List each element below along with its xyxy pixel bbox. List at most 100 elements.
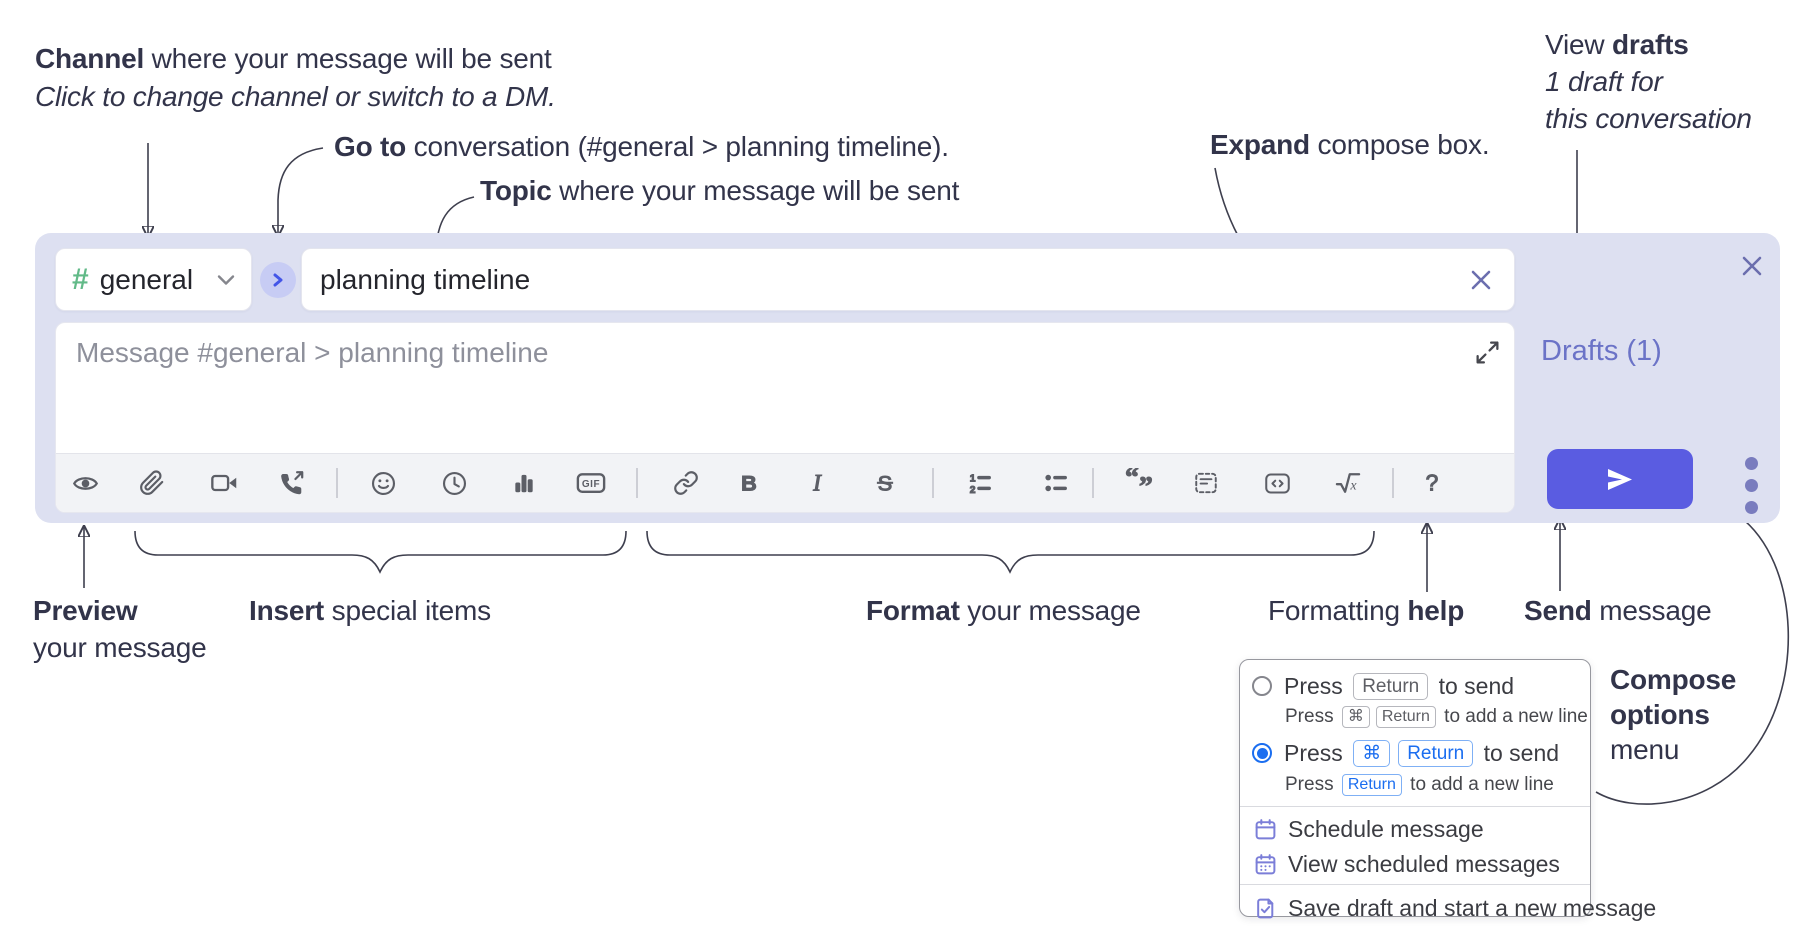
formula-button[interactable]: x (1326, 461, 1370, 505)
formatting-help-bold: help (1407, 595, 1465, 626)
svg-text:”: ” (1139, 471, 1153, 498)
key-return: Return (1398, 739, 1474, 767)
bold-button[interactable]: B (727, 461, 771, 505)
message-editor[interactable]: Message #general > planning timeline (55, 322, 1515, 513)
svg-text:B: B (741, 471, 757, 496)
key-return: Return (1341, 774, 1402, 796)
close-compose-button[interactable] (1735, 249, 1769, 283)
blockquote-button[interactable]: “ ” (1118, 461, 1162, 505)
strikethrough-button[interactable]: S (863, 461, 907, 505)
recents-clock-button[interactable] (432, 461, 476, 505)
formatting-help-annotation: Formatting help (1268, 592, 1464, 630)
gif-button[interactable]: GIF (569, 461, 613, 505)
radio-selected[interactable] (1252, 743, 1272, 763)
save-draft-item[interactable]: Save draft and start a new message (1254, 890, 1656, 926)
send-annotation: Send message (1524, 592, 1712, 630)
preview-eye-button[interactable] (63, 461, 107, 505)
option2-sub-tail: to add a new line (1404, 774, 1554, 795)
channel-name: general (99, 263, 194, 295)
expand-compose-button[interactable] (1472, 337, 1502, 367)
expand-annotation-bold: Expand (1210, 129, 1310, 160)
emoji-button[interactable] (361, 461, 405, 505)
option2-press: Press (1284, 739, 1350, 766)
compose-options-button[interactable] (1729, 454, 1773, 516)
option-return-to-send[interactable]: Press Return to send (1240, 670, 1590, 702)
code-block-button[interactable] (1184, 461, 1228, 505)
toolbar-divider (336, 468, 338, 498)
preview-annotation-line2: your message (33, 632, 207, 663)
goto-annotation-bold: Go to (334, 131, 407, 162)
topic-input[interactable]: planning timeline (301, 248, 1515, 311)
option1-sub-tail: to add a new line (1438, 706, 1588, 727)
brace-insert (134, 530, 627, 574)
insert-annotation-bold: Insert (249, 595, 325, 626)
formatting-help-pre: Formatting (1268, 595, 1408, 626)
svg-text:x: x (1349, 478, 1357, 493)
topic-value: planning timeline (320, 263, 531, 295)
view-drafts-line2: 1 draft for (1545, 66, 1663, 97)
send-button[interactable] (1547, 449, 1693, 509)
ordered-list-button[interactable]: 1 2 (958, 461, 1002, 505)
topic-annotation: Topic where your message will be sent (480, 172, 959, 210)
attachment-button[interactable] (130, 461, 174, 505)
calendar-icon (1255, 818, 1276, 839)
view-scheduled-messages-item[interactable]: View scheduled messages (1254, 847, 1560, 881)
goto-conversation-button[interactable] (260, 262, 296, 298)
menu-divider (1240, 806, 1590, 807)
italic-button[interactable]: I (795, 461, 839, 505)
audio-call-button[interactable] (269, 461, 313, 505)
drafts-link[interactable]: Drafts (1) (1541, 335, 1662, 367)
option1-tail: to send (1432, 672, 1515, 699)
svg-text:GIF: GIF (582, 479, 600, 490)
channel-annotation-line2: Click to change channel or switch to a D… (35, 81, 556, 112)
goto-annotation: Go to conversation (#general > planning … (334, 128, 949, 166)
format-annotation-rest: your message (959, 595, 1141, 626)
toolbar-divider (1092, 468, 1094, 498)
compose-options-menu: Press Return to send Press ⌘Return to ad… (1239, 659, 1656, 921)
view-drafts-annotation: View drafts 1 draft for this conversatio… (1545, 26, 1752, 137)
send-paper-plane-icon (1608, 468, 1632, 490)
message-placeholder: Message #general > planning timeline (76, 337, 549, 368)
expand-annotation: Expand compose box. (1210, 126, 1490, 164)
channel-hash-icon: # (72, 262, 89, 296)
channel-annotation-bold: Channel (35, 43, 145, 74)
compose-options-line1: Compose (1610, 664, 1737, 695)
bulleted-list-button[interactable] (1034, 461, 1078, 505)
expand-icon (1475, 340, 1499, 364)
schedule-message-label: Schedule message (1288, 815, 1484, 842)
channel-selector-button[interactable]: # general (55, 248, 252, 311)
clear-topic-button[interactable] (1466, 265, 1496, 295)
radio-unselected[interactable] (1252, 676, 1272, 696)
svg-text:1: 1 (970, 473, 976, 484)
link-button[interactable] (664, 461, 708, 505)
channel-annotation-rest: where your message will be sent (144, 43, 552, 74)
kebab-dot (1744, 478, 1758, 492)
topic-annotation-rest: where your message will be sent (551, 175, 960, 206)
compose-box: # general planning timeline (35, 233, 1780, 523)
toolbar-divider (1392, 468, 1394, 498)
insert-annotation-rest: special items (324, 595, 491, 626)
menu-divider (1240, 884, 1590, 885)
option1-press: Press (1284, 672, 1350, 699)
poll-chart-button[interactable] (502, 461, 546, 505)
send-annotation-bold: Send (1524, 595, 1592, 626)
option-cmd-return-subtitle: Press Return to add a new line (1240, 772, 1590, 798)
preview-annotation: Preview your message (33, 592, 207, 666)
compose-options-line3: menu (1610, 734, 1680, 765)
formatting-help-button[interactable]: ? (1410, 461, 1454, 505)
code-snippet-button[interactable] (1255, 461, 1299, 505)
option-cmd-return-to-send[interactable]: Press ⌘Return to send (1240, 736, 1590, 770)
schedule-message-item[interactable]: Schedule message (1254, 812, 1484, 846)
goto-annotation-rest: conversation (#general > planning timeli… (406, 131, 949, 162)
video-clip-button[interactable] (202, 461, 246, 505)
format-annotation-bold: Format (866, 595, 960, 626)
calendar-scheduled-icon (1255, 853, 1276, 874)
topic-annotation-bold: Topic (480, 175, 552, 206)
chevron-down-icon (217, 274, 235, 285)
option1-sub-press: Press (1285, 706, 1339, 727)
compose-options-line2: options (1610, 699, 1710, 730)
compose-options-annotation: Compose options menu (1610, 662, 1736, 767)
svg-text:2: 2 (970, 485, 976, 496)
key-return: Return (1353, 672, 1429, 700)
